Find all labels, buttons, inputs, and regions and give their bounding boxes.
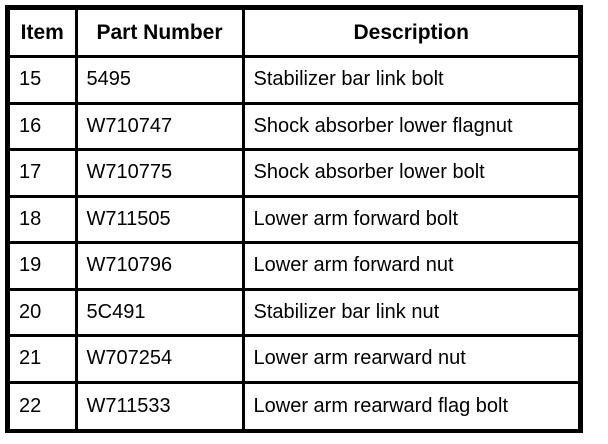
table-row: 21 W707254 Lower arm rearward nut (10, 335, 578, 384)
table-row: 18 W711505 Lower arm forward bolt (10, 196, 578, 244)
cell-item: 18 (10, 196, 78, 244)
table-row: 19 W710796 Lower arm forward nut (10, 242, 578, 291)
table-row: 17 W710775 Shock absorber lower bolt (10, 149, 578, 198)
column-header-description: Description (243, 10, 578, 58)
cell-description: Shock absorber lower flagnut (243, 103, 578, 151)
cell-part-number: W710747 (76, 103, 245, 151)
cell-item: 15 (10, 56, 78, 105)
column-header-item: Item (10, 10, 78, 58)
cell-item: 16 (10, 103, 78, 151)
cell-part-number: 5C491 (76, 289, 245, 337)
table-row: 15 5495 Stabilizer bar link bolt (10, 56, 578, 105)
cell-part-number: W711505 (76, 196, 245, 244)
cell-part-number: 5495 (76, 56, 245, 105)
cell-item: 17 (10, 149, 78, 198)
cell-description: Lower arm forward bolt (243, 196, 578, 244)
table-row: 22 W711533 Lower arm rearward flag bolt (10, 382, 578, 429)
table-row: 16 W710747 Shock absorber lower flagnut (10, 103, 578, 151)
cell-part-number: W710796 (76, 242, 245, 291)
cell-description: Stabilizer bar link bolt (243, 56, 578, 105)
cell-description: Lower arm forward nut (243, 242, 578, 291)
cell-item: 19 (10, 242, 78, 291)
cell-description: Lower arm rearward flag bolt (253, 394, 509, 417)
cell-description: Stabilizer bar link nut (243, 289, 578, 337)
cell-description: Lower arm rearward nut (243, 335, 578, 384)
table-body: 15 5495 Stabilizer bar link bolt 16 W710… (10, 56, 578, 429)
table-header: Item Part Number Description (10, 10, 578, 58)
cell-item: 20 (10, 289, 78, 337)
cell-item: 22 (10, 382, 78, 429)
cell-part-number: W710775 (76, 149, 245, 198)
cell-part-number: W707254 (76, 335, 245, 384)
cell-description: Shock absorber lower bolt (243, 149, 578, 198)
parts-list-table: Item Part Number Description 15 5495 Sta… (10, 10, 578, 429)
table-row: 20 5C491 Stabilizer bar link nut (10, 289, 578, 337)
cell-part-number: W711533 (76, 382, 245, 429)
column-header-part-number: Part Number (76, 10, 245, 58)
table-header-row: Item Part Number Description (10, 10, 578, 58)
cell-item: 21 (10, 335, 78, 384)
parts-list-table-frame: Item Part Number Description 15 5495 Sta… (5, 5, 583, 433)
